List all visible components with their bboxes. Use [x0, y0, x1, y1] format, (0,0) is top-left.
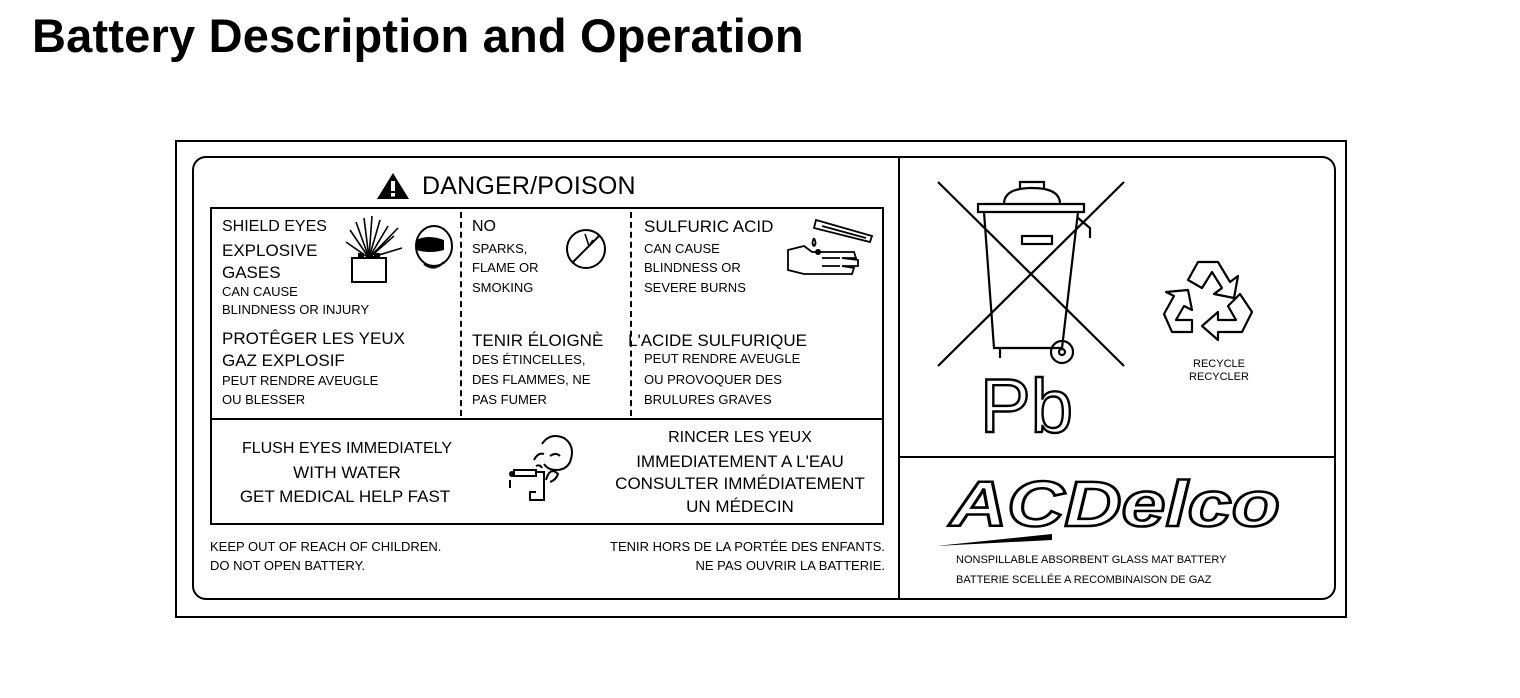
explosion-goggles-icon — [345, 215, 453, 283]
warning-grid — [210, 207, 884, 525]
page-title: Battery Description and Operation — [32, 9, 804, 62]
danger-heading-text: DANGER/POISON — [422, 171, 636, 200]
footer-en-line2: DO NOT OPEN BATTERY. — [210, 558, 366, 573]
danger-heading: DANGER/POISON — [376, 170, 636, 202]
col1-line2: EXPLOSIVE — [222, 241, 318, 260]
label-vertical-divider — [898, 156, 900, 600]
col3-fr-line3: OU PROVOQUER DES — [644, 372, 782, 387]
recycle-label: RECYCLE — [1193, 358, 1245, 370]
warning-grid-divider — [210, 418, 884, 420]
col2-line1: NO — [472, 218, 496, 235]
col2-line4: SMOKING — [472, 280, 534, 295]
flush-fr-line3: CONSULTER IMMÉDIATEMENT — [615, 474, 865, 493]
col3-line2: CAN CAUSE — [644, 241, 720, 256]
eye-wash-icon — [509, 435, 573, 501]
col2-line2: SPARKS, — [472, 241, 528, 256]
col3-fr-line1: L'ACIDE SULFURIQUE — [628, 331, 807, 350]
col1-line5: BLINDNESS OR INJURY — [222, 302, 370, 317]
flush-fr-line2: IMMEDIATEMENT A L'EAU — [636, 452, 844, 471]
column-divider-2 — [630, 212, 632, 416]
col1-fr-line4: OU BLESSER — [222, 392, 306, 407]
flush-fr-line4: UN MÉDECIN — [686, 497, 794, 516]
col1-fr-line1: PROTÊGER LES YEUX — [222, 329, 405, 348]
flush-fr-line1: RINCER LES YEUX — [668, 429, 812, 446]
footer-fr-line1: TENIR HORS DE LA PORTÉE DES ENFANTS. — [610, 539, 885, 554]
battery-label-inner — [192, 156, 1336, 600]
battery-label — [175, 140, 1347, 618]
footer-en-line1: KEEP OUT OF REACH OF CHILDREN. — [210, 539, 442, 554]
acid-hand-icon — [787, 218, 874, 275]
crossed-bin-icon — [937, 180, 1125, 367]
col1-fr-line2: GAZ EXPLOSIF — [222, 351, 345, 370]
col1-line1: SHIELD EYES — [222, 218, 327, 235]
recycle-icon — [1162, 260, 1254, 342]
col3-fr-line4: BRULURES GRAVES — [644, 392, 772, 407]
col1-fr-line3: PEUT RENDRE AVEUGLE — [222, 373, 379, 388]
col2-fr-line1: TENIR ÉLOIGNÈ — [472, 331, 604, 350]
col2-fr-line2: DES ÉTINCELLES, — [472, 352, 586, 367]
col3-fr-line2: PEUT RENDRE AVEUGLE — [644, 351, 801, 366]
col2-line3: FLAME OR — [472, 260, 539, 275]
label-right-divider — [900, 456, 1336, 458]
col2-fr-line3: DES FLAMMES, NE — [472, 372, 591, 387]
brand-desc-en: NONSPILLABLE ABSORBENT GLASS MAT BATTERY — [956, 554, 1227, 566]
acdelco-logo-text: ACDelco — [948, 468, 1280, 540]
flush-en-line1: FLUSH EYES IMMEDIATELY — [241, 440, 453, 457]
col1-line4: CAN CAUSE — [222, 284, 298, 299]
brand-desc-fr: BATTERIE SCELLÉE A RECOMBINAISON DE GAZ — [956, 574, 1212, 586]
no-smoking-icon — [566, 229, 606, 269]
lead-symbol: Pb — [979, 363, 1074, 450]
recycler-label: RECYCLER — [1189, 371, 1249, 383]
acdelco-logo: ACDelco — [936, 467, 1281, 546]
col2-fr-line4: PAS FUMER — [472, 392, 547, 407]
column-divider-1 — [460, 212, 462, 416]
col3-line4: SEVERE BURNS — [644, 280, 746, 295]
footer-fr-line2: NE PAS OUVRIR LA BATTERIE. — [695, 558, 885, 573]
col3-line1: SULFURIC ACID — [644, 217, 774, 236]
col3-line3: BLINDNESS OR — [644, 260, 741, 275]
col1-line3: GASES — [222, 263, 281, 282]
warning-triangle-icon — [377, 173, 409, 199]
lead-symbol-text: Pb — [980, 364, 1073, 449]
flush-en-line3: GET MEDICAL HELP FAST — [239, 487, 451, 506]
flush-en-line2: WITH WATER — [293, 463, 401, 482]
